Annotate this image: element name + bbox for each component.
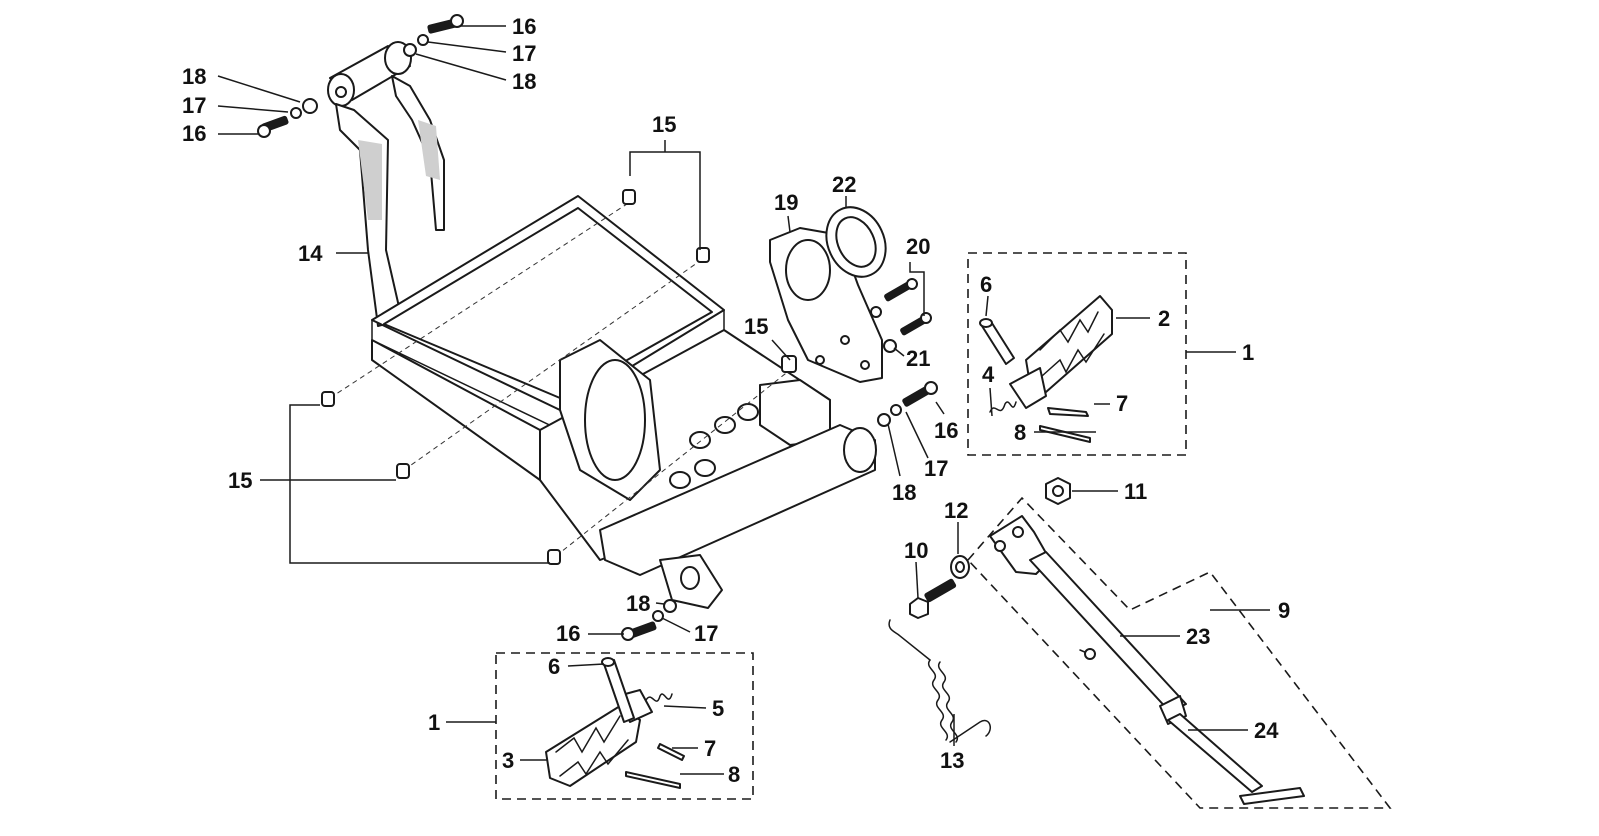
callout-24: 24 (1254, 718, 1279, 743)
callout-labels: 16 17 18 18 17 16 15 14 15 15 19 22 20 2… (182, 14, 1290, 787)
callout-15-mid: 15 (744, 314, 768, 339)
callout-6-right: 6 (980, 272, 992, 297)
callout-18-top: 18 (512, 69, 536, 94)
callout-16-top: 16 (512, 14, 536, 39)
callout-15-left: 15 (228, 468, 252, 493)
washer-12 (950, 555, 970, 579)
callout-17-left: 17 (182, 93, 206, 118)
callout-4: 4 (982, 362, 995, 387)
footpeg-assembly-right (979, 295, 1113, 443)
top-left-fasteners (257, 98, 318, 138)
callout-7-left: 7 (704, 736, 716, 761)
callout-16-bottom: 16 (556, 621, 580, 646)
callout-23: 23 (1186, 624, 1210, 649)
leader-lines (217, 25, 1270, 775)
callout-16-mid: 16 (934, 418, 958, 443)
callout-14: 14 (298, 241, 323, 266)
callout-9: 9 (1278, 598, 1290, 623)
callout-11: 11 (1124, 479, 1147, 504)
callout-1-left: 1 (428, 710, 440, 735)
callout-2: 2 (1158, 306, 1170, 331)
ring-seal-22 (825, 206, 887, 278)
middle-fasteners (877, 381, 938, 427)
callout-17-bottom: 17 (694, 621, 718, 646)
bottom-fasteners (621, 599, 677, 641)
callout-19: 19 (774, 190, 798, 215)
callout-3: 3 (502, 748, 514, 773)
group-box-right-footpeg (967, 252, 1187, 456)
bolts-20-washer-21 (870, 278, 932, 353)
kickstand-assembly (989, 515, 1305, 805)
callout-8-left: 8 (728, 762, 740, 787)
callout-18-left: 18 (182, 64, 206, 89)
callout-6-left: 6 (548, 654, 560, 679)
footpeg-bracket-frame (327, 41, 877, 609)
callout-10: 10 (904, 538, 928, 563)
callout-18-bottom: 18 (626, 591, 650, 616)
callout-8-right: 8 (1014, 420, 1026, 445)
footpeg-assembly-left (545, 657, 685, 789)
callout-21: 21 (906, 346, 930, 371)
callout-17-mid: 17 (924, 456, 948, 481)
callout-13: 13 (940, 748, 964, 773)
callout-18-mid: 18 (892, 480, 916, 505)
callout-17-top: 17 (512, 41, 536, 66)
top-right-fasteners (403, 14, 464, 57)
callout-1-right: 1 (1242, 340, 1254, 365)
callout-15-top: 15 (652, 112, 676, 137)
nut-11 (1045, 477, 1071, 505)
alignment-lines (329, 201, 791, 557)
callout-20: 20 (906, 234, 930, 259)
callout-22: 22 (832, 172, 856, 197)
group-box-left-footpeg (495, 652, 754, 800)
bushing-15-set (321, 189, 797, 565)
callout-7-right: 7 (1116, 391, 1128, 416)
callout-5: 5 (712, 696, 724, 721)
callout-12: 12 (944, 498, 968, 523)
callout-16-left: 16 (182, 121, 206, 146)
group-box-kickstand (966, 496, 1392, 809)
spring-13 (888, 619, 991, 743)
bolt-10 (909, 578, 957, 619)
